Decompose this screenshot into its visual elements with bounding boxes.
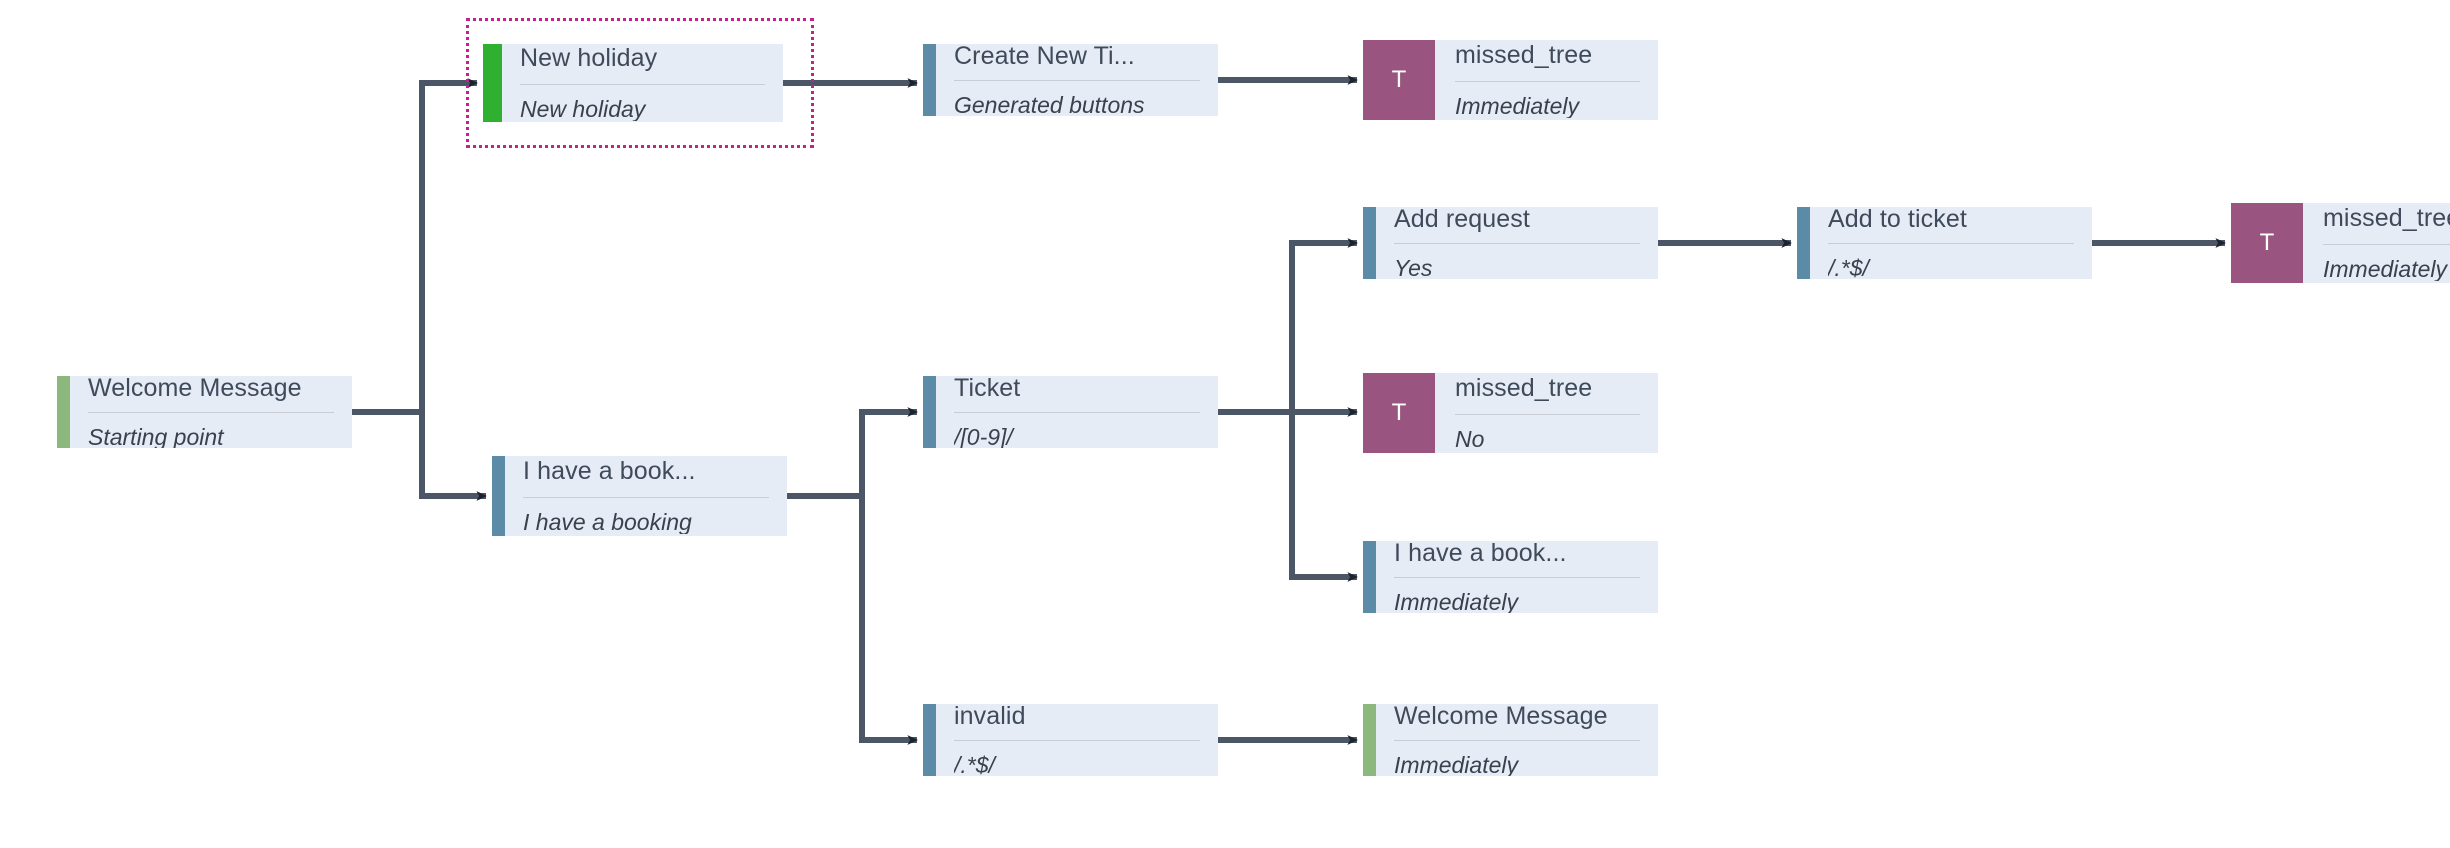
node-divider [954,412,1200,414]
node-body: Add to ticket /.*$/ [1810,207,2092,279]
node-accent-bar [923,704,936,776]
edge-start-to-new-holiday [352,78,478,415]
node-title: I have a book... [1394,541,1567,567]
node-type-badge: T [1363,373,1435,453]
node-divider [1455,413,1640,415]
node-body: I have a book... I have a booking [505,456,787,536]
node-subtitle: No [1455,425,1485,451]
edge-start-to-i-have-a-booking [352,409,487,501]
edge-ticket-to-add-request [1218,238,1358,415]
node-body: Create New Ti... Generated buttons [936,44,1218,116]
node-divider [520,83,765,85]
node-title: invalid [954,704,1026,730]
node-subtitle: Yes [1394,255,1433,279]
node-title: Add request [1394,207,1530,233]
node-invalid[interactable]: invalid /.*$/ [923,704,1218,776]
node-subtitle: New holiday [520,95,646,121]
node-subtitle: Immediately [2323,255,2447,281]
node-divider [954,80,1200,82]
node-accent-bar [483,44,502,122]
node-divider [1394,243,1640,245]
node-subtitle: /.*$/ [1828,255,1869,279]
node-body: invalid /.*$/ [936,704,1218,776]
node-title: missed_tree [1455,375,1593,402]
node-accent-bar [923,376,936,448]
node-i-have-a-booking[interactable]: I have a book... I have a booking [492,456,787,536]
node-accent-bar [1363,704,1376,776]
node-subtitle: /[0-9]/ [954,424,1013,448]
node-body: Ticket /[0-9]/ [936,376,1218,448]
node-accent-bar [492,456,505,536]
node-title: missed_tree [1455,42,1593,69]
node-ticket[interactable]: Ticket /[0-9]/ [923,376,1218,448]
node-accent-bar [1797,207,1810,279]
node-divider [954,740,1200,742]
node-i-have-a-book-immediately[interactable]: I have a book... Immediately [1363,541,1658,613]
node-title: Create New Ti... [954,44,1135,70]
node-title: Welcome Message [1394,704,1608,730]
node-title: Add to ticket [1828,207,1967,233]
node-title: Welcome Message [88,376,302,402]
node-divider [1394,740,1640,742]
node-title: missed_tree [2323,205,2450,232]
selection-marquee[interactable] [466,18,814,148]
node-subtitle: Starting point [88,424,224,448]
node-body: I have a book... Immediately [1376,541,1658,613]
node-add-to-ticket[interactable]: Add to ticket /.*$/ [1797,207,2092,279]
node-subtitle: Immediately [1455,92,1579,118]
node-subtitle: Generated buttons [954,92,1145,116]
node-accent-bar [1363,207,1376,279]
node-accent-bar [923,44,936,116]
node-type-badge: T [1363,40,1435,120]
node-title: New holiday [520,45,658,72]
node-accent-bar [1363,541,1376,613]
node-divider [1394,577,1640,579]
node-accent-bar [57,376,70,448]
node-title: I have a book... [523,458,696,485]
node-title: Ticket [954,376,1021,402]
node-create-new-ticket[interactable]: Create New Ti... Generated buttons [923,44,1218,116]
node-subtitle: /.*$/ [954,752,995,776]
node-divider [2323,243,2450,245]
node-divider [1828,243,2074,245]
node-subtitle: Immediately [1394,752,1518,776]
node-divider [523,496,769,498]
edge-i-have-a-booking-to-ticket [787,407,918,499]
node-divider [1455,80,1640,82]
node-divider [88,412,334,414]
node-subtitle: I have a booking [523,508,692,534]
node-type-badge: T [2231,203,2303,283]
edge-i-have-a-booking-to-invalid [787,493,918,745]
node-subtitle: Immediately [1394,589,1518,613]
edge-ticket-to-i-have-a-book-immediately [1218,409,1358,582]
